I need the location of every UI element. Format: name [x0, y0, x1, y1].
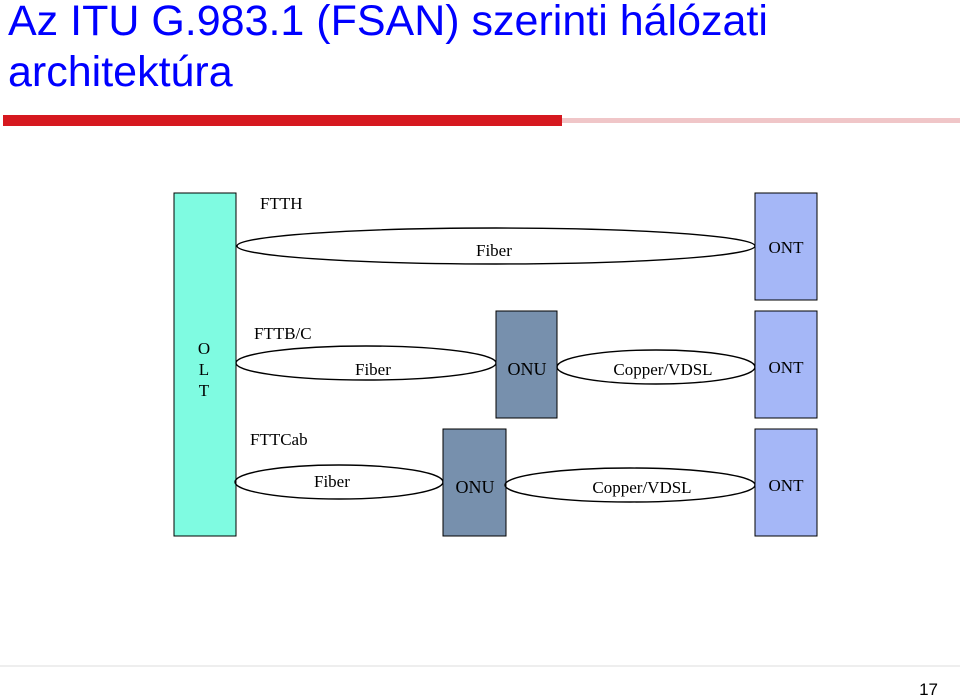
olt-letter-o: O	[198, 339, 210, 358]
slide-title-line1: Az ITU G.983.1 (FSAN) szerinti hálózati	[8, 0, 768, 45]
fttcab-row: FTTCab Fiber ONU Copper/VDSL ONT	[234, 428, 818, 537]
fttcab-ont-label: ONT	[769, 476, 805, 495]
fttb-copper-label: Copper/VDSL	[613, 360, 712, 379]
slide-title-line2: architektúra	[8, 48, 233, 96]
footer-divider	[0, 665, 960, 667]
fttb-onu-block	[495, 310, 558, 419]
fttcab-fiber-label: Fiber	[314, 472, 350, 491]
fttb-ont-label: ONT	[769, 358, 805, 377]
fttcab-onu-block	[442, 428, 507, 537]
olt-letter-t: T	[199, 381, 210, 400]
title-underline-light-bar	[562, 118, 960, 123]
ftth-fiber-label: Fiber	[476, 241, 512, 260]
ftth-ont-label: ONT	[769, 238, 805, 257]
title-underline-bar	[3, 115, 562, 126]
ftth-row: FTTH Fiber ONT	[236, 192, 818, 301]
fttcab-label: FTTCab	[250, 430, 308, 449]
fttcab-onu-label: ONU	[456, 477, 495, 497]
fttcab-copper-label: Copper/VDSL	[592, 478, 691, 497]
fttb-fiber-label: Fiber	[355, 360, 391, 379]
fttb-row: FTTB/C Fiber ONU Copper/VDSL ONT	[235, 310, 818, 419]
fttb-onu-label: ONU	[508, 359, 547, 379]
fttb-label: FTTB/C	[254, 324, 312, 343]
fttcab-ont-block	[754, 428, 818, 537]
olt-letter-l: L	[199, 360, 209, 379]
ftth-ont-block	[754, 192, 818, 301]
slide-title: Az ITU G.983.1 (FSAN) szerinti hálózati …	[8, 0, 768, 98]
ftth-label: FTTH	[260, 194, 303, 213]
fttb-ont-block	[754, 310, 818, 419]
page-number: 17	[919, 680, 938, 699]
